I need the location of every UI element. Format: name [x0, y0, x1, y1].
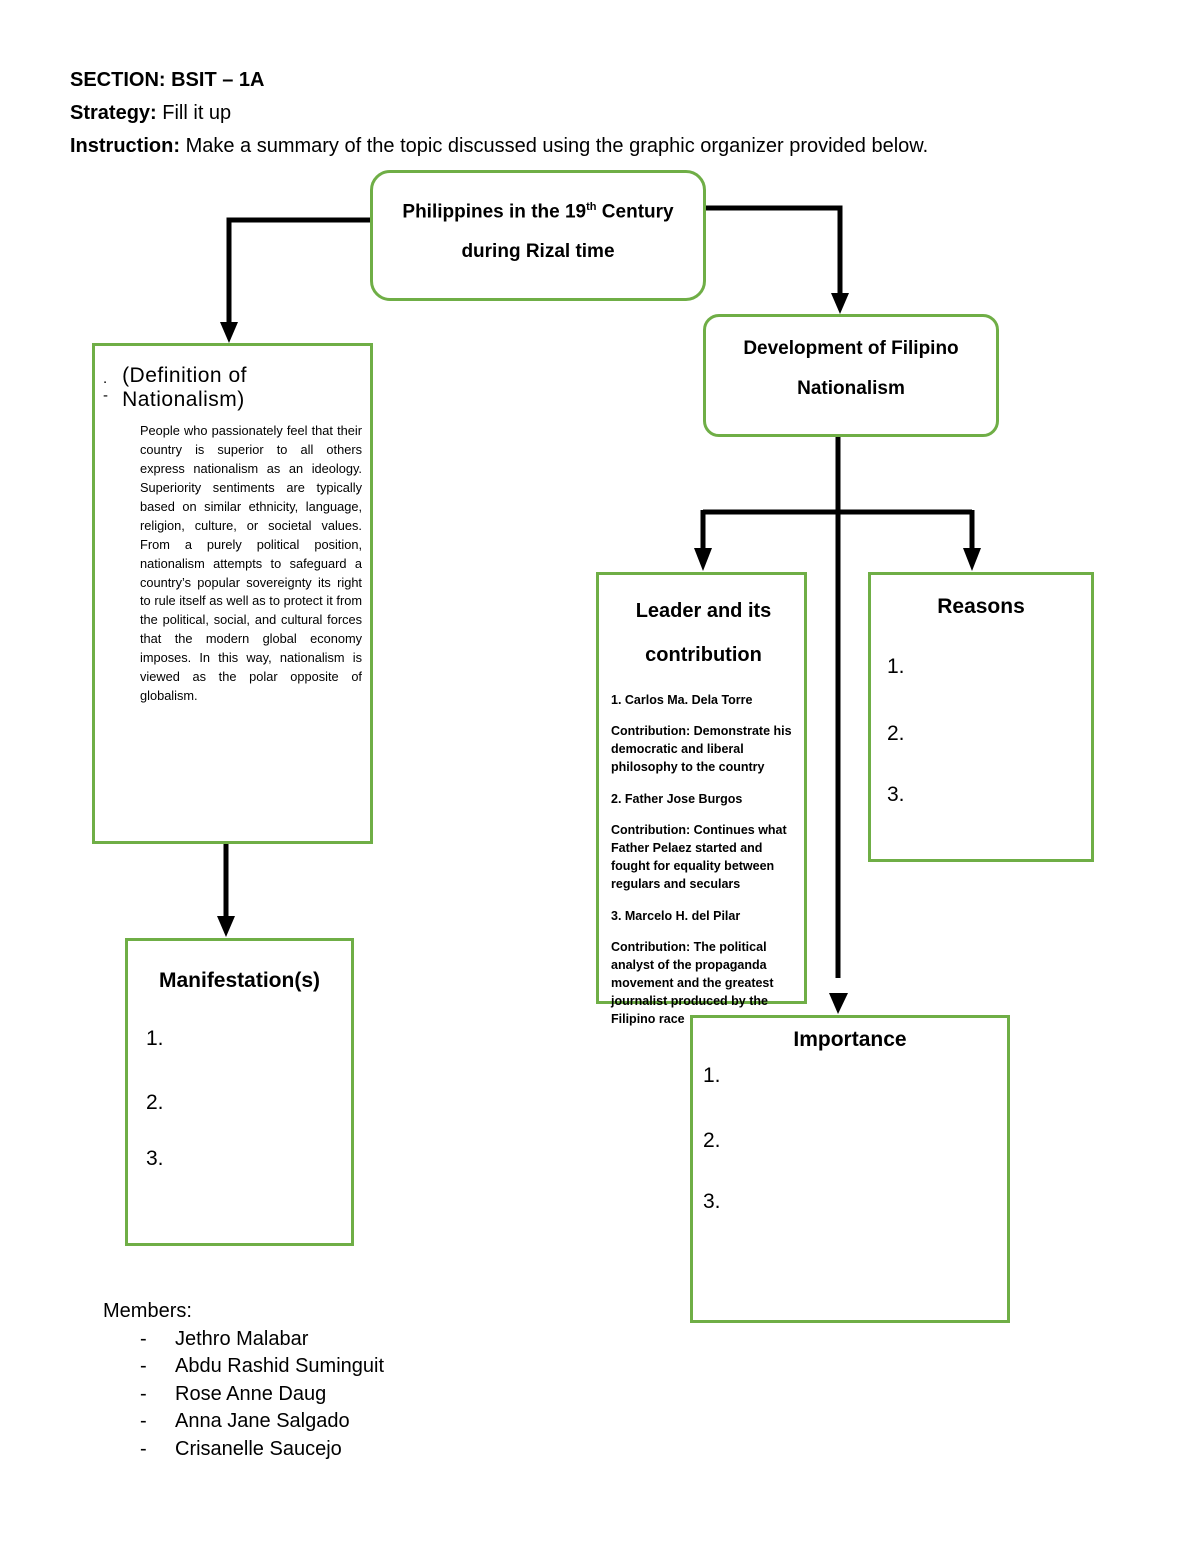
box-leader-and-contribution: Leader and its contribution 1. Carlos Ma… — [596, 572, 807, 1026]
arrowhead-manifestation — [217, 916, 235, 937]
box-manifestations: Manifestation(s) 1. 2. 3. — [125, 938, 354, 1246]
members-section: Members: - Jethro Malabar - Abdu Rashid … — [103, 1298, 384, 1463]
reasons-number-2: 2. — [887, 722, 905, 745]
importance-number-2: 2. — [703, 1129, 721, 1152]
member-row: - Rose Anne Daug — [103, 1381, 384, 1409]
root-title: Philippines in the 19th Century during R… — [373, 187, 703, 272]
member-dash: - — [140, 1382, 147, 1405]
arrowhead-definition — [220, 322, 238, 343]
arrowhead-leader — [694, 548, 712, 571]
box-definition-of-nationalism: . - (Definition of Nationalism) People w… — [92, 343, 373, 844]
manifestation-number-2: 2. — [146, 1091, 164, 1114]
member-dash: - — [140, 1437, 147, 1460]
instruction-label: Instruction: — [70, 135, 180, 157]
importance-number-1: 1. — [703, 1064, 721, 1087]
member-row: - Jethro Malabar — [103, 1326, 384, 1354]
definition-bullets: . - — [103, 364, 122, 412]
reasons-number-3: 3. — [887, 783, 905, 806]
leader-item-3-contribution: Contribution: The political analyst of t… — [611, 940, 774, 1026]
connector-root-to-development — [705, 205, 843, 297]
manifestation-title: Manifestation(s) — [158, 969, 320, 992]
leader-item-1-contribution: Contribution: Demonstrate his democratic… — [611, 724, 792, 774]
members-label: Members: — [103, 1300, 192, 1322]
member-dash: - — [140, 1355, 147, 1377]
member-name-2: Abdu Rashid Suminguit — [175, 1355, 385, 1377]
member-row: - Abdu Rashid Suminguit — [103, 1353, 384, 1381]
member-row: - Anna Jane Salgado — [103, 1408, 384, 1436]
definition-bullet-2: - — [103, 387, 108, 404]
definition-title: (Definition of Nationalism) — [122, 364, 247, 411]
leader-title: Leader and its contribution — [611, 589, 796, 677]
manifestation-number-1: 1. — [146, 1027, 164, 1050]
leader-item-1-name: 1. Carlos Ma. Dela Torre — [611, 693, 753, 707]
importance-number-3: 3. — [703, 1190, 721, 1213]
reasons-title: Reasons — [937, 595, 1025, 618]
arrowhead-importance — [829, 993, 848, 1014]
reasons-number-1: 1. — [887, 655, 905, 678]
leader-item-2-contribution: Contribution: Continues what Father Pela… — [611, 823, 787, 891]
definition-title-row: . - (Definition of Nationalism) — [103, 364, 364, 412]
member-name-4: Anna Jane Salgado — [175, 1410, 350, 1432]
root-title-sup: th — [586, 201, 597, 213]
strategy-label: Strategy: — [70, 102, 157, 124]
leader-item-3-name: 3. Marcelo H. del Pilar — [611, 909, 741, 923]
member-dash: - — [140, 1410, 147, 1432]
importance-title: Importance — [793, 1028, 907, 1051]
development-title: Development of Filipino Nationalism — [706, 329, 996, 409]
box-importance: Importance 1. 2. 3. — [690, 1015, 1010, 1323]
leader-item-2-name: 2. Father Jose Burgos — [611, 792, 743, 806]
instruction-line: Instruction: Make a summary of the topic… — [70, 130, 928, 163]
connector-root-to-definition — [226, 217, 370, 326]
development-title-line1: Development of Filipino — [743, 338, 959, 359]
box-development-of-filipino-nationalism: Development of Filipino Nationalism — [703, 314, 999, 437]
arrowhead-development — [831, 293, 849, 314]
box-reasons: Reasons 1. 2. 3. — [868, 572, 1094, 862]
root-title-line2: during Rizal time — [461, 241, 615, 263]
strategy-line: Strategy: Fill it up — [70, 97, 928, 130]
instruction-value: Make a summary of the topic discussed us… — [185, 135, 929, 157]
strategy-value: Fill it up — [162, 102, 232, 124]
arrowhead-reasons — [963, 548, 981, 571]
leader-title-line2: contribution — [645, 644, 762, 666]
box-philippines-19th-century: Philippines in the 19th Century during R… — [370, 170, 706, 301]
development-title-line2: Nationalism — [797, 378, 905, 399]
section-line: SECTION: BSIT – 1A — [70, 64, 928, 97]
member-name-1: Jethro Malabar — [175, 1327, 309, 1350]
member-row: - Crisanelle Saucejo — [103, 1436, 384, 1464]
member-name-3: Rose Anne Daug — [175, 1382, 327, 1405]
leader-title-line1: Leader and its — [635, 600, 772, 622]
member-dash: - — [140, 1327, 147, 1350]
page-header: SECTION: BSIT – 1A Strategy: Fill it up … — [70, 64, 928, 163]
member-name-5: Crisanelle Saucejo — [175, 1437, 342, 1460]
section-text: SECTION: BSIT – 1A — [70, 69, 265, 91]
root-title-pre: Philippines in the 19 — [402, 201, 587, 223]
manifestation-number-3: 3. — [146, 1147, 164, 1170]
definition-body: People who passionately feel that their … — [140, 423, 362, 704]
root-title-post: Century — [596, 201, 674, 223]
definition-bullet-1: . — [103, 370, 108, 387]
